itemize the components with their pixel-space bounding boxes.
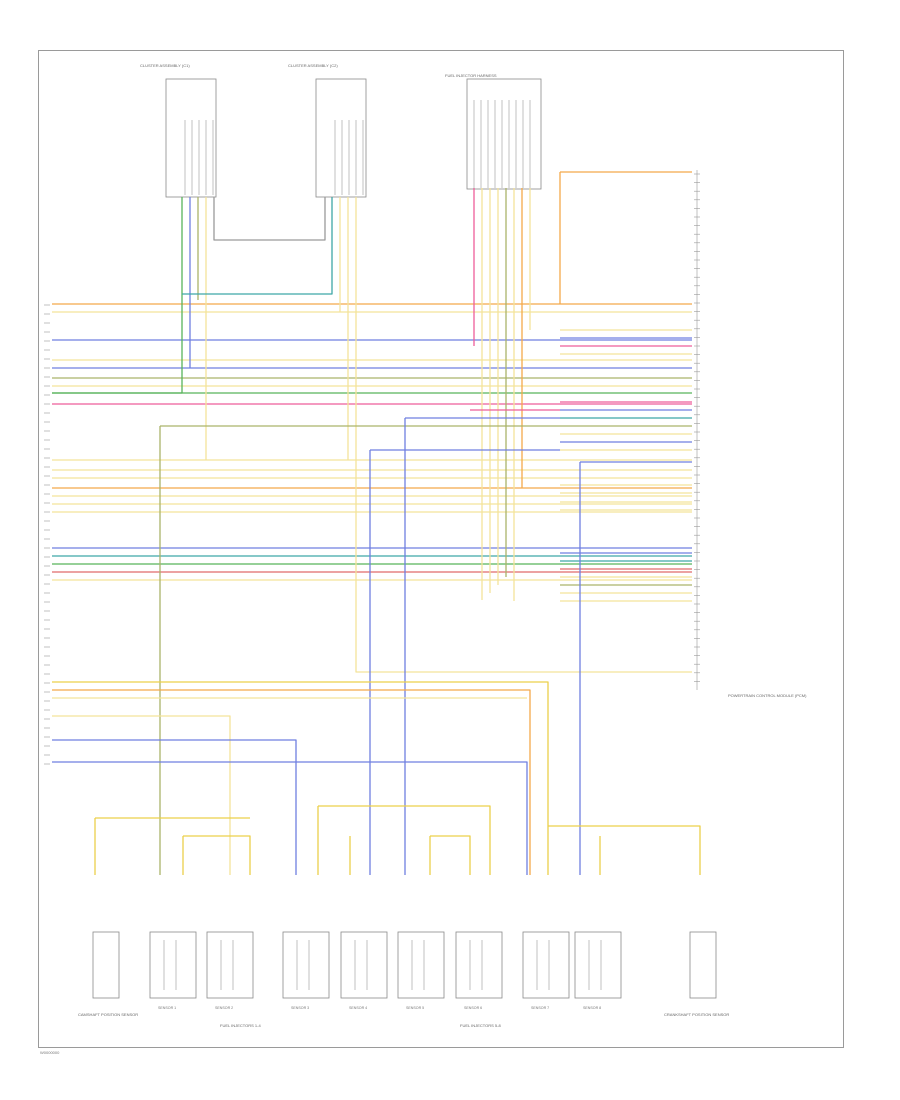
harness-wire: [52, 715, 231, 875]
sensor-label: SENSOR 1: [158, 1006, 177, 1010]
vertical-wire: [355, 197, 560, 673]
sensor-box: [522, 931, 570, 999]
group-label-2: FUEL INJECTORS 5-8: [460, 1023, 501, 1028]
harness-wire: [52, 681, 549, 875]
sensor-box: [574, 931, 622, 999]
harness-wire: [52, 689, 531, 875]
sensor-bus: [430, 835, 471, 875]
sensor-label: SENSOR 4: [349, 1006, 368, 1010]
top-component-label-2: CLUSTER ASSEMBLY (C2): [288, 63, 338, 68]
vertical-wire: [213, 197, 326, 241]
top-component-2: [315, 78, 367, 198]
vertical-wire: [52, 197, 183, 394]
cam-sensor-box: [92, 931, 120, 999]
pcm-label: POWERTRAIN CONTROL MODULE (PCM): [728, 693, 807, 698]
sensor-box: [397, 931, 445, 999]
sensor-label: SENSOR 8: [583, 1006, 602, 1010]
right-bottom-label: CRANKSHAFT POSITION SENSOR: [664, 1012, 730, 1017]
sensor-box: [206, 931, 254, 999]
left-bottom-label: CAMSHAFT POSITION SENSOR: [78, 1012, 139, 1017]
sensor-label: SENSOR 7: [531, 1006, 550, 1010]
vertical-wire: [182, 197, 333, 295]
sensor-box: [149, 931, 197, 999]
sensor-box: [282, 931, 330, 999]
sensor-bus: [548, 825, 701, 875]
sensor-label: SENSOR 3: [291, 1006, 310, 1010]
harness-wire: [52, 739, 297, 875]
footer-code: W0000000: [40, 1050, 60, 1055]
top-component-label-3: FUEL INJECTOR HARNESS: [445, 73, 497, 78]
top-component-3: [466, 78, 542, 190]
sensor-box: [340, 931, 388, 999]
top-component-1: [165, 78, 217, 198]
top-component-label-1: CLUSTER ASSEMBLY (C1): [140, 63, 190, 68]
group-label-1: FUEL INJECTORS 1-4: [220, 1023, 261, 1028]
harness-wire: [52, 761, 528, 875]
sensor-bus: [318, 805, 491, 875]
sensor-label: SENSOR 6: [464, 1006, 483, 1010]
sensor-label: SENSOR 5: [406, 1006, 425, 1010]
sensor-box: [455, 931, 503, 999]
sensor-bus: [183, 835, 251, 875]
sensor-label: SENSOR 2: [215, 1006, 234, 1010]
diagram-frame: [38, 50, 844, 1048]
crank-sensor-box: [689, 931, 717, 999]
